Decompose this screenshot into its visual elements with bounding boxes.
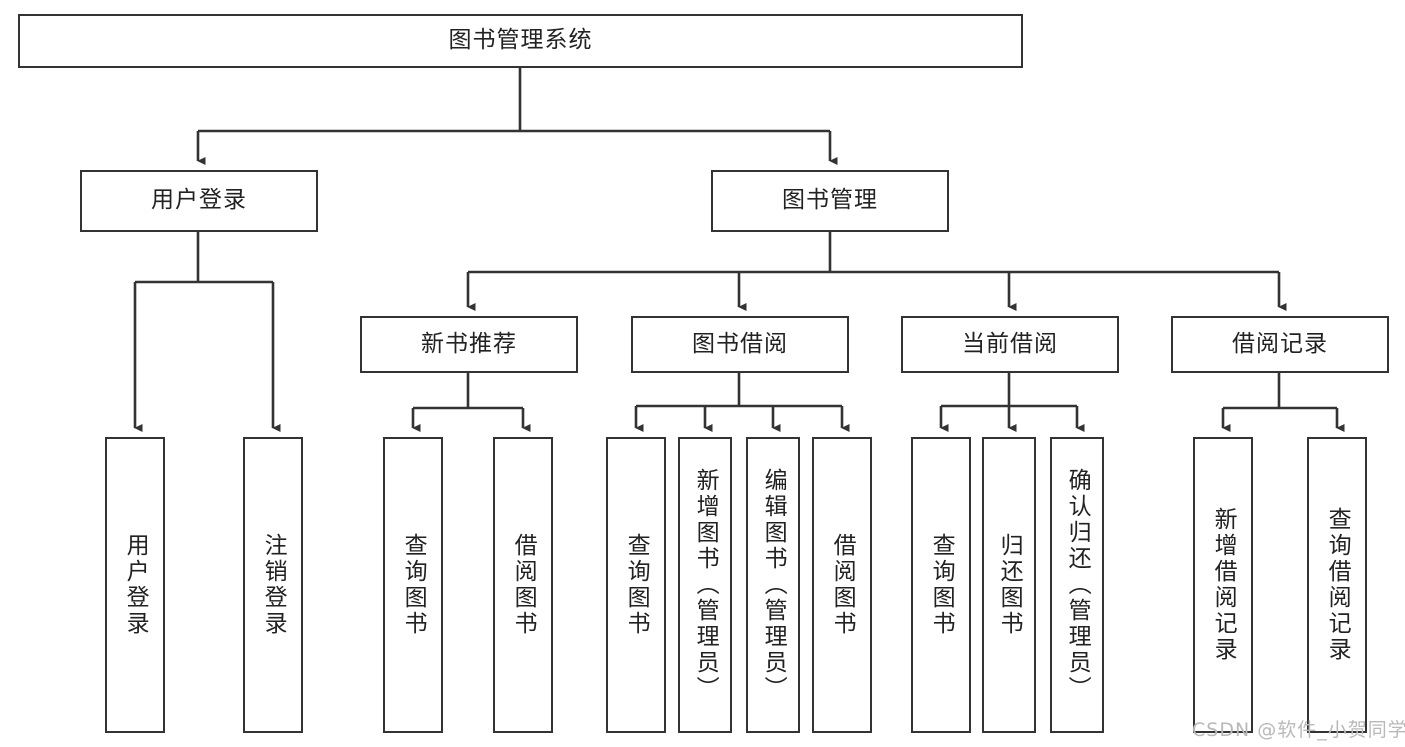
csdn-watermark: CSDN @软件_小贺同学 [1192,719,1405,741]
node-label: 新书推荐 [421,330,517,357]
node-label: 借阅图书 [510,533,537,637]
node-borrow-record[interactable]: 借阅记录 [1171,316,1389,373]
node-user-login[interactable]: 用户登录 [80,170,318,232]
node-label: 查询图书 [623,533,650,637]
leaf-borrow-book[interactable]: 借阅图书 [812,437,872,733]
leaf-query-borrow-record[interactable]: 查询借阅记录 [1307,437,1367,733]
node-label: 借阅图书 [829,533,856,637]
node-label: 图书管理系统 [448,27,593,54]
leaf-add-borrow-record[interactable]: 新增借阅记录 [1193,437,1253,733]
leaf-query-book-borrow[interactable]: 查询图书 [606,437,666,733]
node-new-book-recommend[interactable]: 新书推荐 [360,316,578,373]
node-label: 当前借阅 [962,330,1058,357]
node-label: 用户登录 [151,187,247,214]
node-root-book-management-system[interactable]: 图书管理系统 [18,14,1023,68]
leaf-query-book-current[interactable]: 查询图书 [911,437,971,733]
node-label: 图书管理 [782,187,878,214]
node-label: 确认归还（管理员） [1064,468,1091,702]
leaf-user-login[interactable]: 用户登录 [105,437,165,733]
leaf-edit-book-admin[interactable]: 编辑图书（管理员） [746,437,800,733]
node-book-borrow[interactable]: 图书借阅 [631,316,849,373]
node-label: 用户登录 [122,533,149,637]
node-label: 查询图书 [928,533,955,637]
node-label: 归还图书 [996,533,1023,637]
node-label: 图书借阅 [692,330,788,357]
node-label: 新增借阅记录 [1210,507,1237,663]
leaf-logout[interactable]: 注销登录 [243,437,303,733]
leaf-confirm-return-admin[interactable]: 确认归还（管理员） [1050,437,1104,733]
leaf-return-book[interactable]: 归还图书 [982,437,1036,733]
node-label: 编辑图书（管理员） [760,468,787,702]
node-label: 借阅记录 [1232,330,1328,357]
node-label: 查询图书 [400,533,427,637]
node-current-borrow[interactable]: 当前借阅 [901,316,1119,373]
node-label: 注销登录 [260,533,287,637]
leaf-borrow-book-recommend[interactable]: 借阅图书 [493,437,553,733]
node-book-management[interactable]: 图书管理 [711,170,949,232]
node-label: 查询借阅记录 [1324,507,1351,663]
leaf-add-book-admin[interactable]: 新增图书（管理员） [678,437,732,733]
leaf-query-book-recommend[interactable]: 查询图书 [383,437,443,733]
node-label: 新增图书（管理员） [692,468,719,702]
